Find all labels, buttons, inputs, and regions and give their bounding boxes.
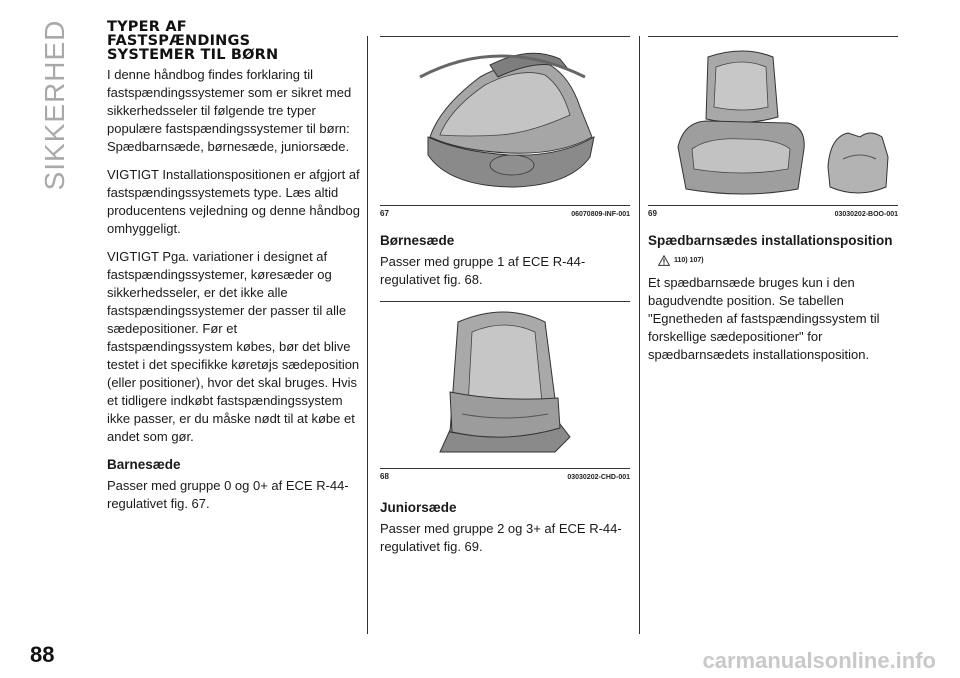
child-seat-illustration [439,311,571,453]
warning-triangle-icon [658,255,670,266]
important-paragraph-1: VIGTIGT Installationspositionen er afgjo… [107,167,360,236]
figure-69 [648,37,898,205]
section-heading: TYPER AF FASTSPÆNDINGS SYSTEMER TIL BØRN [107,19,279,63]
watermark: carmanualsonline.info [702,648,937,673]
infant-seat-position-heading: Spædbarnsædes installationsposition [648,233,893,248]
figure-69-caption: 69 03030202-BOO-001 [648,205,898,218]
junior-seat-heading: Juniorsæde [380,500,457,515]
infant-seat-heading: Barnesæde [107,457,181,472]
figure-top-rule [648,36,898,37]
section-label-text: SIKKERHED [39,19,70,191]
figure-number: 67 [380,209,389,218]
child-seat-text: Passer med gruppe 1 af ECE R-44-regulati… [380,254,586,287]
important-paragraph-2: VIGTIGT Pga. variationer i designet af f… [107,249,360,444]
figure-number: 69 [648,209,657,218]
column-1: TYPER AF FASTSPÆNDINGS SYSTEMER TIL BØRN… [107,20,365,523]
column-divider-1 [367,36,368,634]
figure-67 [380,37,630,205]
infant-seat-text: Passer med gruppe 0 og 0+ af ECE R-44-re… [107,478,349,511]
figure-code: 03030202-CHD-001 [567,474,630,481]
figure-code: 06070809-INF-001 [571,211,630,218]
figure-number: 68 [380,472,389,481]
child-seat-heading: Børnesæde [380,233,455,248]
figure-67-caption: 67 06070809-INF-001 [380,205,630,218]
column-2: 67 06070809-INF-001 Børnesæde Passer med… [380,36,630,566]
column-3: 69 03030202-BOO-001 Spædbarnsædes instal… [648,36,898,374]
page-number: 88 [30,642,55,667]
figure-top-rule [380,36,630,37]
intro-paragraph: I denne håndbog findes forklaring til fa… [107,67,352,154]
booster-seats-illustration [677,50,889,195]
figure-code: 03030202-BOO-001 [834,211,898,218]
warning-reference: 110) 107) [658,255,898,266]
figure-68-caption: 68 03030202-CHD-001 [380,468,630,481]
junior-seat-text: Passer med gruppe 2 og 3+ af ECE R-44-re… [380,521,622,554]
infant-carrier-illustration [419,52,595,188]
column-divider-2 [639,36,640,634]
warning-refs-text: 110) 107) [674,257,704,264]
figure-top-rule [380,301,630,302]
figure-68 [380,302,630,468]
section-side-label: SIKKERHED [30,20,80,191]
infant-seat-position-text: Et spædbarnsæde bruges kun i den bagudve… [648,275,880,362]
